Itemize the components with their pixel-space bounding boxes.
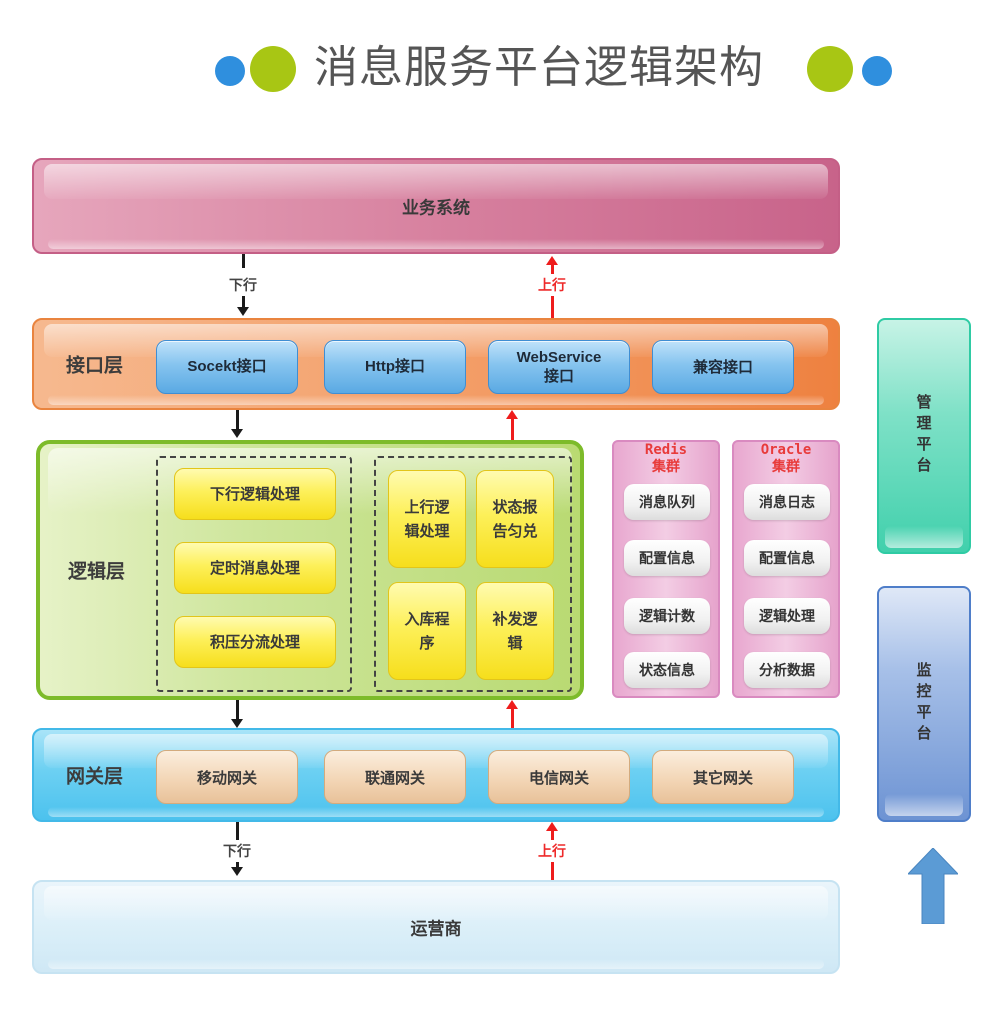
resend-logic-button[interactable]: 补发逻 辑	[476, 582, 554, 680]
business-system-label: 业务系统	[402, 198, 470, 219]
green-dot-icon	[250, 46, 296, 92]
redis-item[interactable]: 配置信息	[624, 540, 710, 576]
logic-layer: 逻辑层 下行逻辑处理 定时消息处理 积压分流处理 上行逻 辑处理 状态报 告匀兑…	[36, 440, 584, 700]
scheduled-message-button[interactable]: 定时消息处理	[174, 542, 336, 594]
blue-dot-icon	[215, 56, 245, 86]
arrow-up-icon	[908, 848, 958, 924]
downstream-logic-label: 下行逻辑处理	[209, 485, 300, 503]
upstream-label: 上行	[538, 274, 566, 296]
oracle-cluster: Oracle 集群 消息日志 配置信息 逻辑处理 分析数据	[732, 440, 840, 698]
downstream-logic-group: 下行逻辑处理 定时消息处理 积压分流处理	[156, 456, 352, 692]
upstream-arrow	[546, 822, 558, 840]
socket-interface-button[interactable]: Socekt接口	[156, 340, 298, 394]
interface-layer: 接口层 Socekt接口 Http接口 WebService 接口 兼容接口	[32, 318, 840, 410]
webservice-interface-label-line2: 接口	[543, 367, 574, 385]
redis-cluster-title-line1: Redis	[644, 442, 688, 458]
http-interface-label: Http接口	[365, 358, 425, 375]
oracle-cluster-title-line1: Oracle	[760, 442, 812, 458]
other-gateway-button[interactable]: 其它网关	[652, 750, 794, 804]
downstream-arrow	[231, 410, 243, 438]
backlog-diversion-label: 积压分流处理	[209, 633, 300, 651]
logic-layer-name: 逻辑层	[68, 560, 126, 583]
management-platform[interactable]: 管理平台	[877, 318, 971, 554]
compatible-interface-label: 兼容接口	[692, 358, 753, 376]
telecom-gateway-button[interactable]: 电信网关	[488, 750, 630, 804]
upstream-logic-label: 上行逻	[404, 498, 450, 516]
management-platform-label: 管理平台	[914, 394, 933, 478]
mobile-gateway-button[interactable]: 移动网关	[156, 750, 298, 804]
gateway-layer-name: 网关层	[66, 765, 124, 788]
monitoring-platform-label: 监控平台	[914, 662, 933, 746]
upstream-arrow	[551, 862, 554, 880]
upstream-logic-group: 上行逻 辑处理 状态报 告匀兑 入库程 序 补发逻 辑	[374, 456, 572, 692]
downstream-label: 下行	[229, 274, 257, 296]
webservice-interface-label: WebService	[516, 349, 602, 366]
upstream-label: 上行	[538, 840, 566, 862]
upstream-arrow	[506, 410, 518, 440]
upstream-logic-button[interactable]: 上行逻 辑处理	[388, 470, 466, 568]
redis-item[interactable]: 状态信息	[624, 652, 710, 688]
downstream-arrow	[231, 862, 243, 876]
downstream-arrow	[231, 700, 243, 728]
storage-program-label: 入库程	[404, 610, 450, 628]
http-interface-button[interactable]: Http接口	[324, 340, 466, 394]
storage-program-label-line2: 序	[419, 634, 435, 652]
downstream-label: 下行	[223, 840, 251, 862]
oracle-item[interactable]: 分析数据	[744, 652, 830, 688]
monitoring-platform[interactable]: 监控平台	[877, 586, 971, 822]
storage-program-button[interactable]: 入库程 序	[388, 582, 466, 680]
resend-logic-label: 补发逻	[492, 610, 538, 628]
operator-label: 运营商	[410, 919, 462, 940]
oracle-item[interactable]: 逻辑处理	[744, 598, 830, 634]
upstream-logic-label-line2: 辑处理	[404, 522, 450, 540]
scheduled-message-label: 定时消息处理	[209, 559, 300, 577]
webservice-interface-button[interactable]: WebService 接口	[488, 340, 630, 394]
oracle-item[interactable]: 配置信息	[744, 540, 830, 576]
oracle-cluster-title-line2: 集群	[772, 459, 800, 475]
blue-dot-icon	[862, 56, 892, 86]
downstream-logic-button[interactable]: 下行逻辑处理	[174, 468, 336, 520]
interface-layer-name: 接口层	[66, 354, 124, 377]
backlog-diversion-button[interactable]: 积压分流处理	[174, 616, 336, 668]
gateway-layer: 网关层 移动网关 联通网关 电信网关 其它网关	[32, 728, 840, 822]
upstream-arrow	[506, 700, 518, 730]
redis-item[interactable]: 消息队列	[624, 484, 710, 520]
title-bar: 消息服务平台逻辑架构	[210, 38, 900, 98]
upstream-arrow	[546, 256, 558, 274]
upstream-arrow	[551, 296, 554, 318]
downstream-arrow	[236, 822, 239, 840]
redis-cluster-title-line2: 集群	[652, 459, 680, 475]
green-dot-icon	[807, 46, 853, 92]
status-report-label: 状态报	[492, 498, 538, 516]
business-system-layer[interactable]: 业务系统	[32, 158, 840, 254]
compatible-interface-button[interactable]: 兼容接口	[652, 340, 794, 394]
status-report-label-line2: 告匀兑	[492, 522, 538, 540]
oracle-item[interactable]: 消息日志	[744, 484, 830, 520]
operator-layer[interactable]: 运营商	[32, 880, 840, 974]
unicom-gateway-button[interactable]: 联通网关	[324, 750, 466, 804]
page-title: 消息服务平台逻辑架构	[314, 42, 764, 93]
redis-item[interactable]: 逻辑计数	[624, 598, 710, 634]
redis-cluster: Redis 集群 消息队列 配置信息 逻辑计数 状态信息	[612, 440, 720, 698]
status-report-button[interactable]: 状态报 告匀兑	[476, 470, 554, 568]
downstream-arrow	[242, 254, 245, 268]
resend-logic-label-line2: 辑	[507, 634, 523, 652]
downstream-arrow	[237, 296, 249, 316]
redis-cluster-title: Redis 集群	[614, 442, 718, 476]
oracle-cluster-title: Oracle 集群	[734, 442, 838, 476]
socket-interface-label: Socekt接口	[187, 358, 267, 375]
